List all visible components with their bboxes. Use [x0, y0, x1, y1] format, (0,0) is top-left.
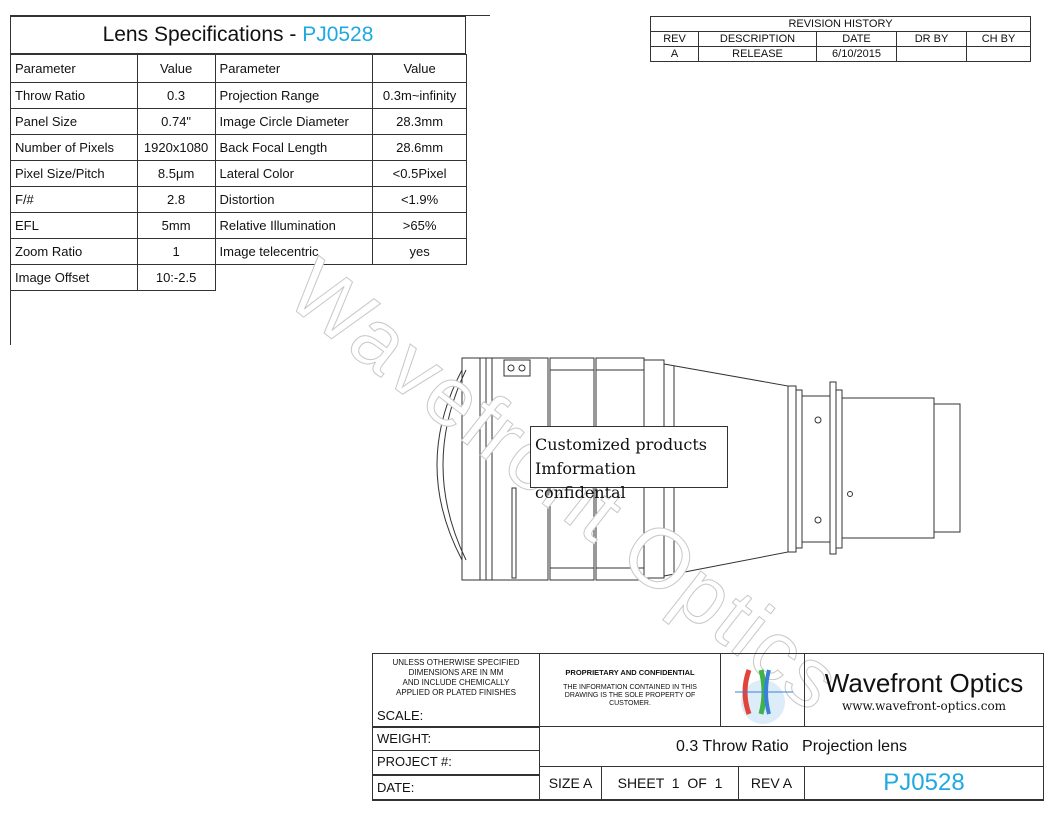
- tolerance-line: APPLIED OR PLATED FINISHES: [396, 688, 516, 697]
- company-box: Wavefront Optics www.wavefront-optics.co…: [804, 653, 1044, 727]
- rev-cell: REV A: [738, 766, 805, 800]
- sheet-cell: SHEET 1 OF 1: [601, 766, 739, 800]
- frame-top-line: [10, 15, 490, 16]
- spec-value: 1920x1080: [136, 134, 216, 161]
- spec-title-code: PJ0528: [302, 23, 374, 46]
- spec-param: Image Offset: [10, 264, 138, 291]
- spec-title: Lens Specifications - PJ0528: [10, 16, 466, 54]
- title-block: UNLESS OTHERWISE SPECIFIED DIMENSIONS AR…: [372, 653, 1044, 800]
- note-line-2: Imformation confidental: [535, 459, 636, 502]
- weight-label: WEIGHT:: [372, 727, 540, 751]
- drawing-description: 0.3 Throw Ratio Projection lens: [539, 726, 1044, 767]
- tolerance-note: UNLESS OTHERWISE SPECIFIED DIMENSIONS AR…: [372, 653, 540, 705]
- rev-cell: [896, 46, 967, 62]
- company-name: Wavefront Optics: [824, 668, 1024, 698]
- header-value-1: Value: [136, 54, 216, 83]
- confidential-note: Customized products Imformation confiden…: [530, 426, 728, 502]
- spec-param: Image telecentric: [214, 238, 374, 265]
- spec-value: >65%: [372, 212, 467, 239]
- rev-col: DR BY: [896, 31, 967, 47]
- tolerance-line: AND INCLUDE CHEMICALLY: [402, 678, 510, 687]
- scale-label: SCALE:: [372, 705, 540, 727]
- revision-row: A RELEASE 6/10/2015: [650, 46, 1031, 62]
- spec-param: Image Circle Diameter: [214, 108, 374, 135]
- spec-param: F/#: [10, 186, 138, 213]
- tolerance-line: DIMENSIONS ARE IN MM: [408, 668, 504, 677]
- spec-param: Zoom Ratio: [10, 238, 138, 265]
- rev-cell: A: [650, 46, 699, 62]
- date-label: DATE:: [372, 775, 540, 800]
- proprietary-line: DRAWING IS THE SOLE PROPERTY OF: [564, 692, 696, 699]
- spec-value: yes: [372, 238, 467, 265]
- spec-param: Lateral Color: [214, 160, 374, 187]
- spec-param: Relative Illumination: [214, 212, 374, 239]
- company-logo: [720, 653, 805, 727]
- company-website: www.wavefront-optics.com: [841, 699, 1007, 713]
- spec-param: Projection Range: [214, 82, 374, 109]
- project-label: PROJECT #:: [372, 751, 540, 775]
- size-cell: SIZE A: [539, 766, 602, 800]
- spec-table: Parameter Value Parameter Value Throw Ra…: [10, 54, 467, 291]
- rev-cell: [966, 46, 1031, 62]
- rev-cell: RELEASE: [698, 46, 817, 62]
- revision-header: REV DESCRIPTION DATE DR BY CH BY: [650, 31, 1031, 47]
- spec-param: EFL: [10, 212, 138, 239]
- spec-value: 0.3m~infinity: [372, 82, 467, 109]
- spec-value: 0.74": [136, 108, 216, 135]
- spec-value: 5mm: [136, 212, 216, 239]
- spec-value: <0.5Pixel: [372, 160, 467, 187]
- revision-title: REVISION HISTORY: [650, 16, 1031, 32]
- spec-value: 2.8: [136, 186, 216, 213]
- spec-value: <1.9%: [372, 186, 467, 213]
- proprietary-line: CUSTOMER.: [609, 700, 651, 707]
- spec-value: 28.6mm: [372, 134, 467, 161]
- rev-col: DESCRIPTION: [698, 31, 817, 47]
- frame-bottom-line: [372, 800, 1044, 801]
- proprietary-line: THE INFORMATION CONTAINED IN THIS: [563, 684, 697, 691]
- header-value-2: Value: [372, 54, 467, 83]
- proprietary-title: PROPRIETARY AND CONFIDENTIAL: [565, 668, 695, 677]
- spec-param: Throw Ratio: [10, 82, 138, 109]
- spec-value: 1: [136, 238, 216, 265]
- spec-value: 8.5μm: [136, 160, 216, 187]
- spec-param: Distortion: [214, 186, 374, 213]
- rev-col: DATE: [816, 31, 897, 47]
- spec-value: 0.3: [136, 82, 216, 109]
- rev-col: REV: [650, 31, 699, 47]
- proprietary-box: PROPRIETARY AND CONFIDENTIAL THE INFORMA…: [539, 653, 721, 727]
- header-param-1: Parameter: [10, 54, 138, 83]
- part-number: PJ0528: [804, 766, 1044, 800]
- spec-param: Panel Size: [10, 108, 138, 135]
- header-param-2: Parameter: [214, 54, 374, 83]
- spec-param: [214, 264, 373, 291]
- rev-col: CH BY: [966, 31, 1031, 47]
- spec-title-prefix: Lens Specifications -: [102, 23, 303, 46]
- spec-value: 28.3mm: [372, 108, 467, 135]
- revision-table: REVISION HISTORY REV DESCRIPTION DATE DR…: [650, 16, 1031, 62]
- tolerance-line: UNLESS OTHERWISE SPECIFIED: [392, 658, 520, 667]
- rev-cell: 6/10/2015: [816, 46, 897, 62]
- lens-logo-icon: [735, 669, 793, 724]
- spec-value: 10:-2.5: [136, 264, 216, 291]
- spec-param: Back Focal Length: [214, 134, 374, 161]
- note-line-1: Customized products: [535, 435, 708, 454]
- spec-param: Pixel Size/Pitch: [10, 160, 138, 187]
- spec-param: Number of Pixels: [10, 134, 138, 161]
- spec-header-row: Parameter Value Parameter Value: [10, 54, 467, 83]
